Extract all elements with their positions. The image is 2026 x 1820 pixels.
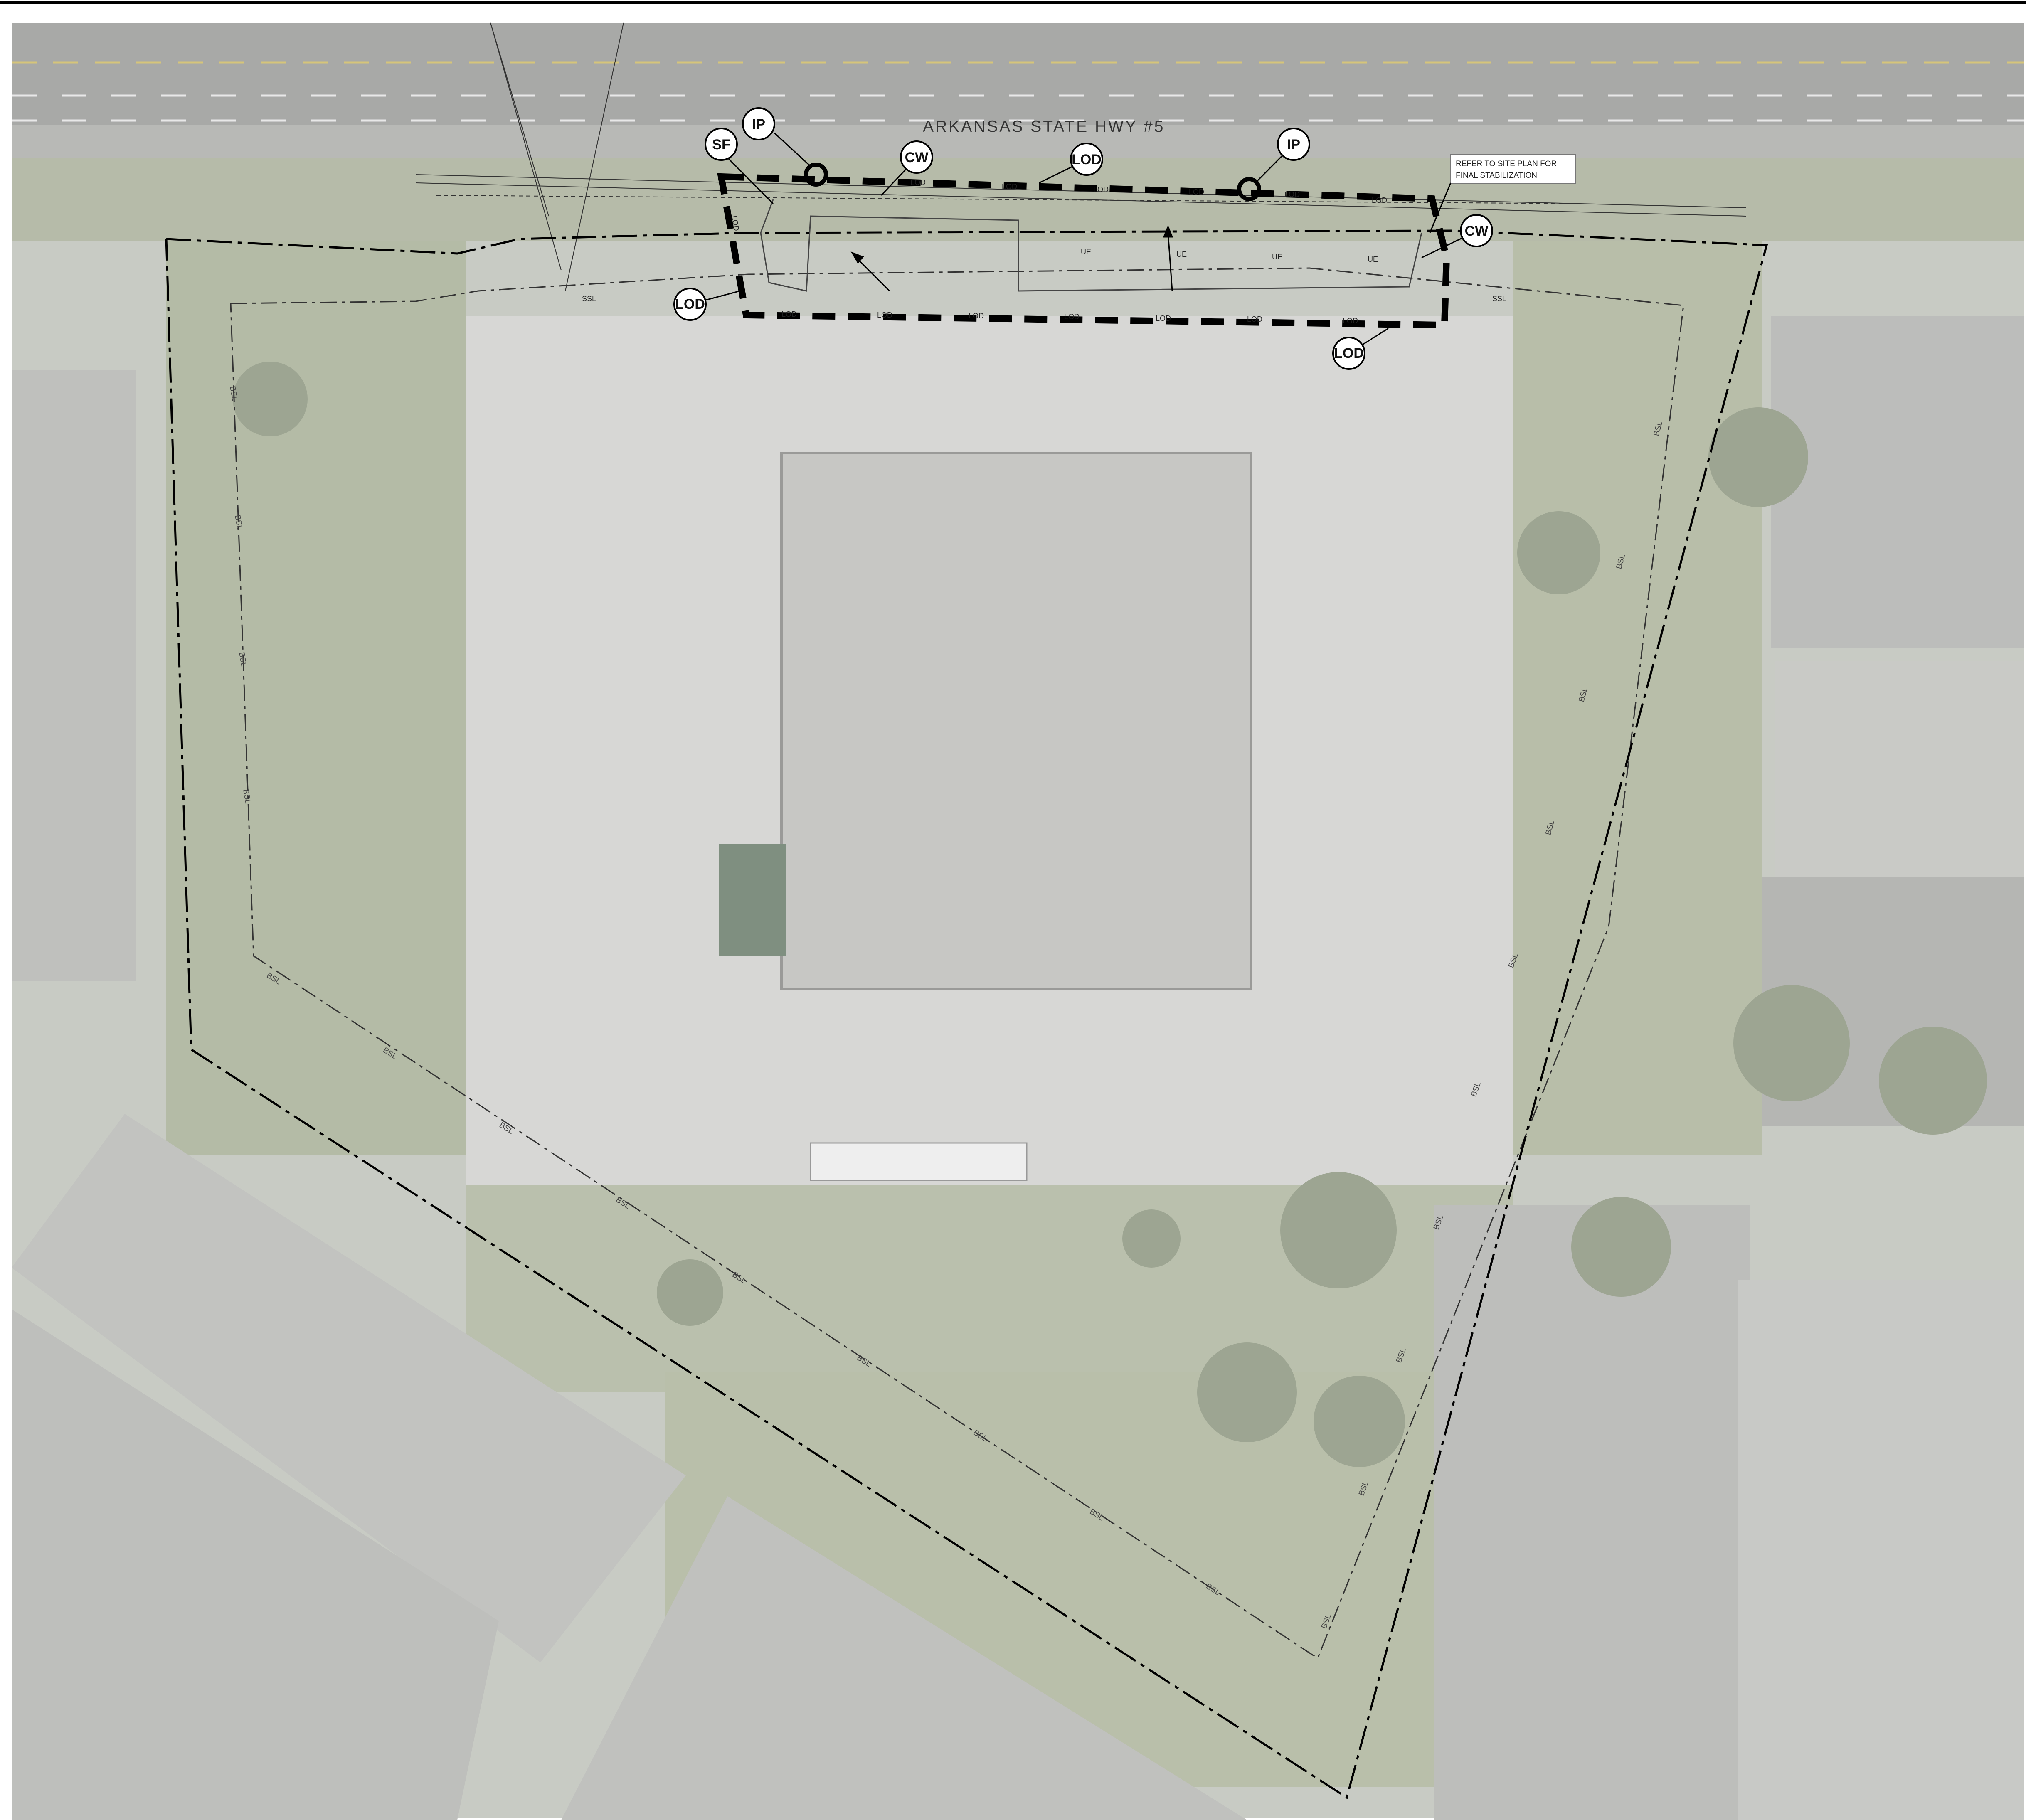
callout-cw-west: CW — [900, 140, 933, 174]
svg-text:FINAL STABILIZATION: FINAL STABILIZATION — [1456, 171, 1537, 180]
callout-lod-bottom: LOD — [1332, 337, 1365, 370]
se-building — [1738, 1280, 2024, 1820]
svg-text:UE: UE — [1272, 253, 1282, 261]
svg-text:LOD: LOD — [1343, 317, 1358, 325]
sw-building — [12, 1114, 686, 1662]
ne-building — [1775, 661, 2024, 877]
silt-fence — [760, 199, 1422, 292]
truck — [810, 1142, 1028, 1181]
svg-text:LOD: LOD — [675, 296, 705, 312]
svg-text:LOD: LOD — [1064, 313, 1080, 321]
svg-text:UE: UE — [1368, 255, 1378, 264]
svg-text:LOD: LOD — [781, 310, 797, 318]
south-building — [561, 1496, 1247, 1820]
svg-text:REFER TO SITE PLAN FOR: REFER TO SITE PLAN FOR — [1456, 160, 1557, 168]
callout-sf: SF — [705, 128, 738, 161]
svg-text:LOD: LOD — [1189, 188, 1204, 196]
svg-text:LOD: LOD — [1284, 190, 1300, 199]
inlet-protection-west — [804, 163, 828, 187]
property-line — [165, 229, 1768, 1799]
svg-text:SF: SF — [712, 137, 730, 153]
limits-of-disturbance — [717, 173, 1450, 329]
se-parking — [1434, 1205, 1750, 1820]
svg-text:IP: IP — [1287, 137, 1300, 153]
inlet-protection-east — [1237, 177, 1261, 201]
svg-text:LOD: LOD — [877, 311, 892, 319]
aerial-photo — [12, 23, 2024, 1820]
road-label: ARKANSAS STATE HWY #5 — [923, 118, 1165, 135]
drainage-arrows — [850, 224, 1173, 292]
callout-lod-left: LOD — [673, 288, 707, 321]
trees — [233, 362, 1987, 1467]
callout-lod-top: LOD — [1070, 143, 1103, 176]
svg-text:UE: UE — [1081, 248, 1091, 256]
svg-text:CW: CW — [1465, 223, 1489, 239]
building-setback-line — [230, 267, 1684, 1660]
utility-lines — [415, 22, 1746, 291]
svg-text:LOD: LOD — [1002, 182, 1017, 191]
svg-text:SSL: SSL — [1492, 295, 1506, 303]
svg-text:SSL: SSL — [582, 295, 596, 303]
stabilization-note: REFER TO SITE PLAN FOR FINAL STABILIZATI… — [1429, 154, 1576, 233]
ne-parking — [1771, 316, 2024, 648]
svg-text:LOD: LOD — [1072, 152, 1102, 167]
callout-ip-east: IP — [1277, 128, 1310, 161]
svg-text:LOD: LOD — [1372, 196, 1387, 204]
sw-parking — [12, 1309, 499, 1820]
svg-text:IP: IP — [752, 116, 765, 132]
lod-labels: LOD LOD LOD LOD LOD LOD LOD LOD LOD LOD … — [582, 178, 1506, 325]
svg-text:LOD: LOD — [910, 178, 926, 187]
svg-text:UE: UE — [1176, 250, 1187, 259]
callout-cw-east: CW — [1460, 214, 1493, 247]
svg-text:LOD: LOD — [1334, 345, 1364, 361]
svg-text:LOD: LOD — [969, 312, 984, 320]
svg-text:LOD: LOD — [1247, 315, 1262, 323]
west-building — [12, 370, 136, 981]
svg-text:LOD: LOD — [1156, 314, 1171, 323]
svg-text:LOD: LOD — [1093, 185, 1109, 194]
callout-ip-west: IP — [742, 107, 775, 140]
main-building — [780, 452, 1252, 990]
svg-text:CW: CW — [905, 150, 929, 165]
